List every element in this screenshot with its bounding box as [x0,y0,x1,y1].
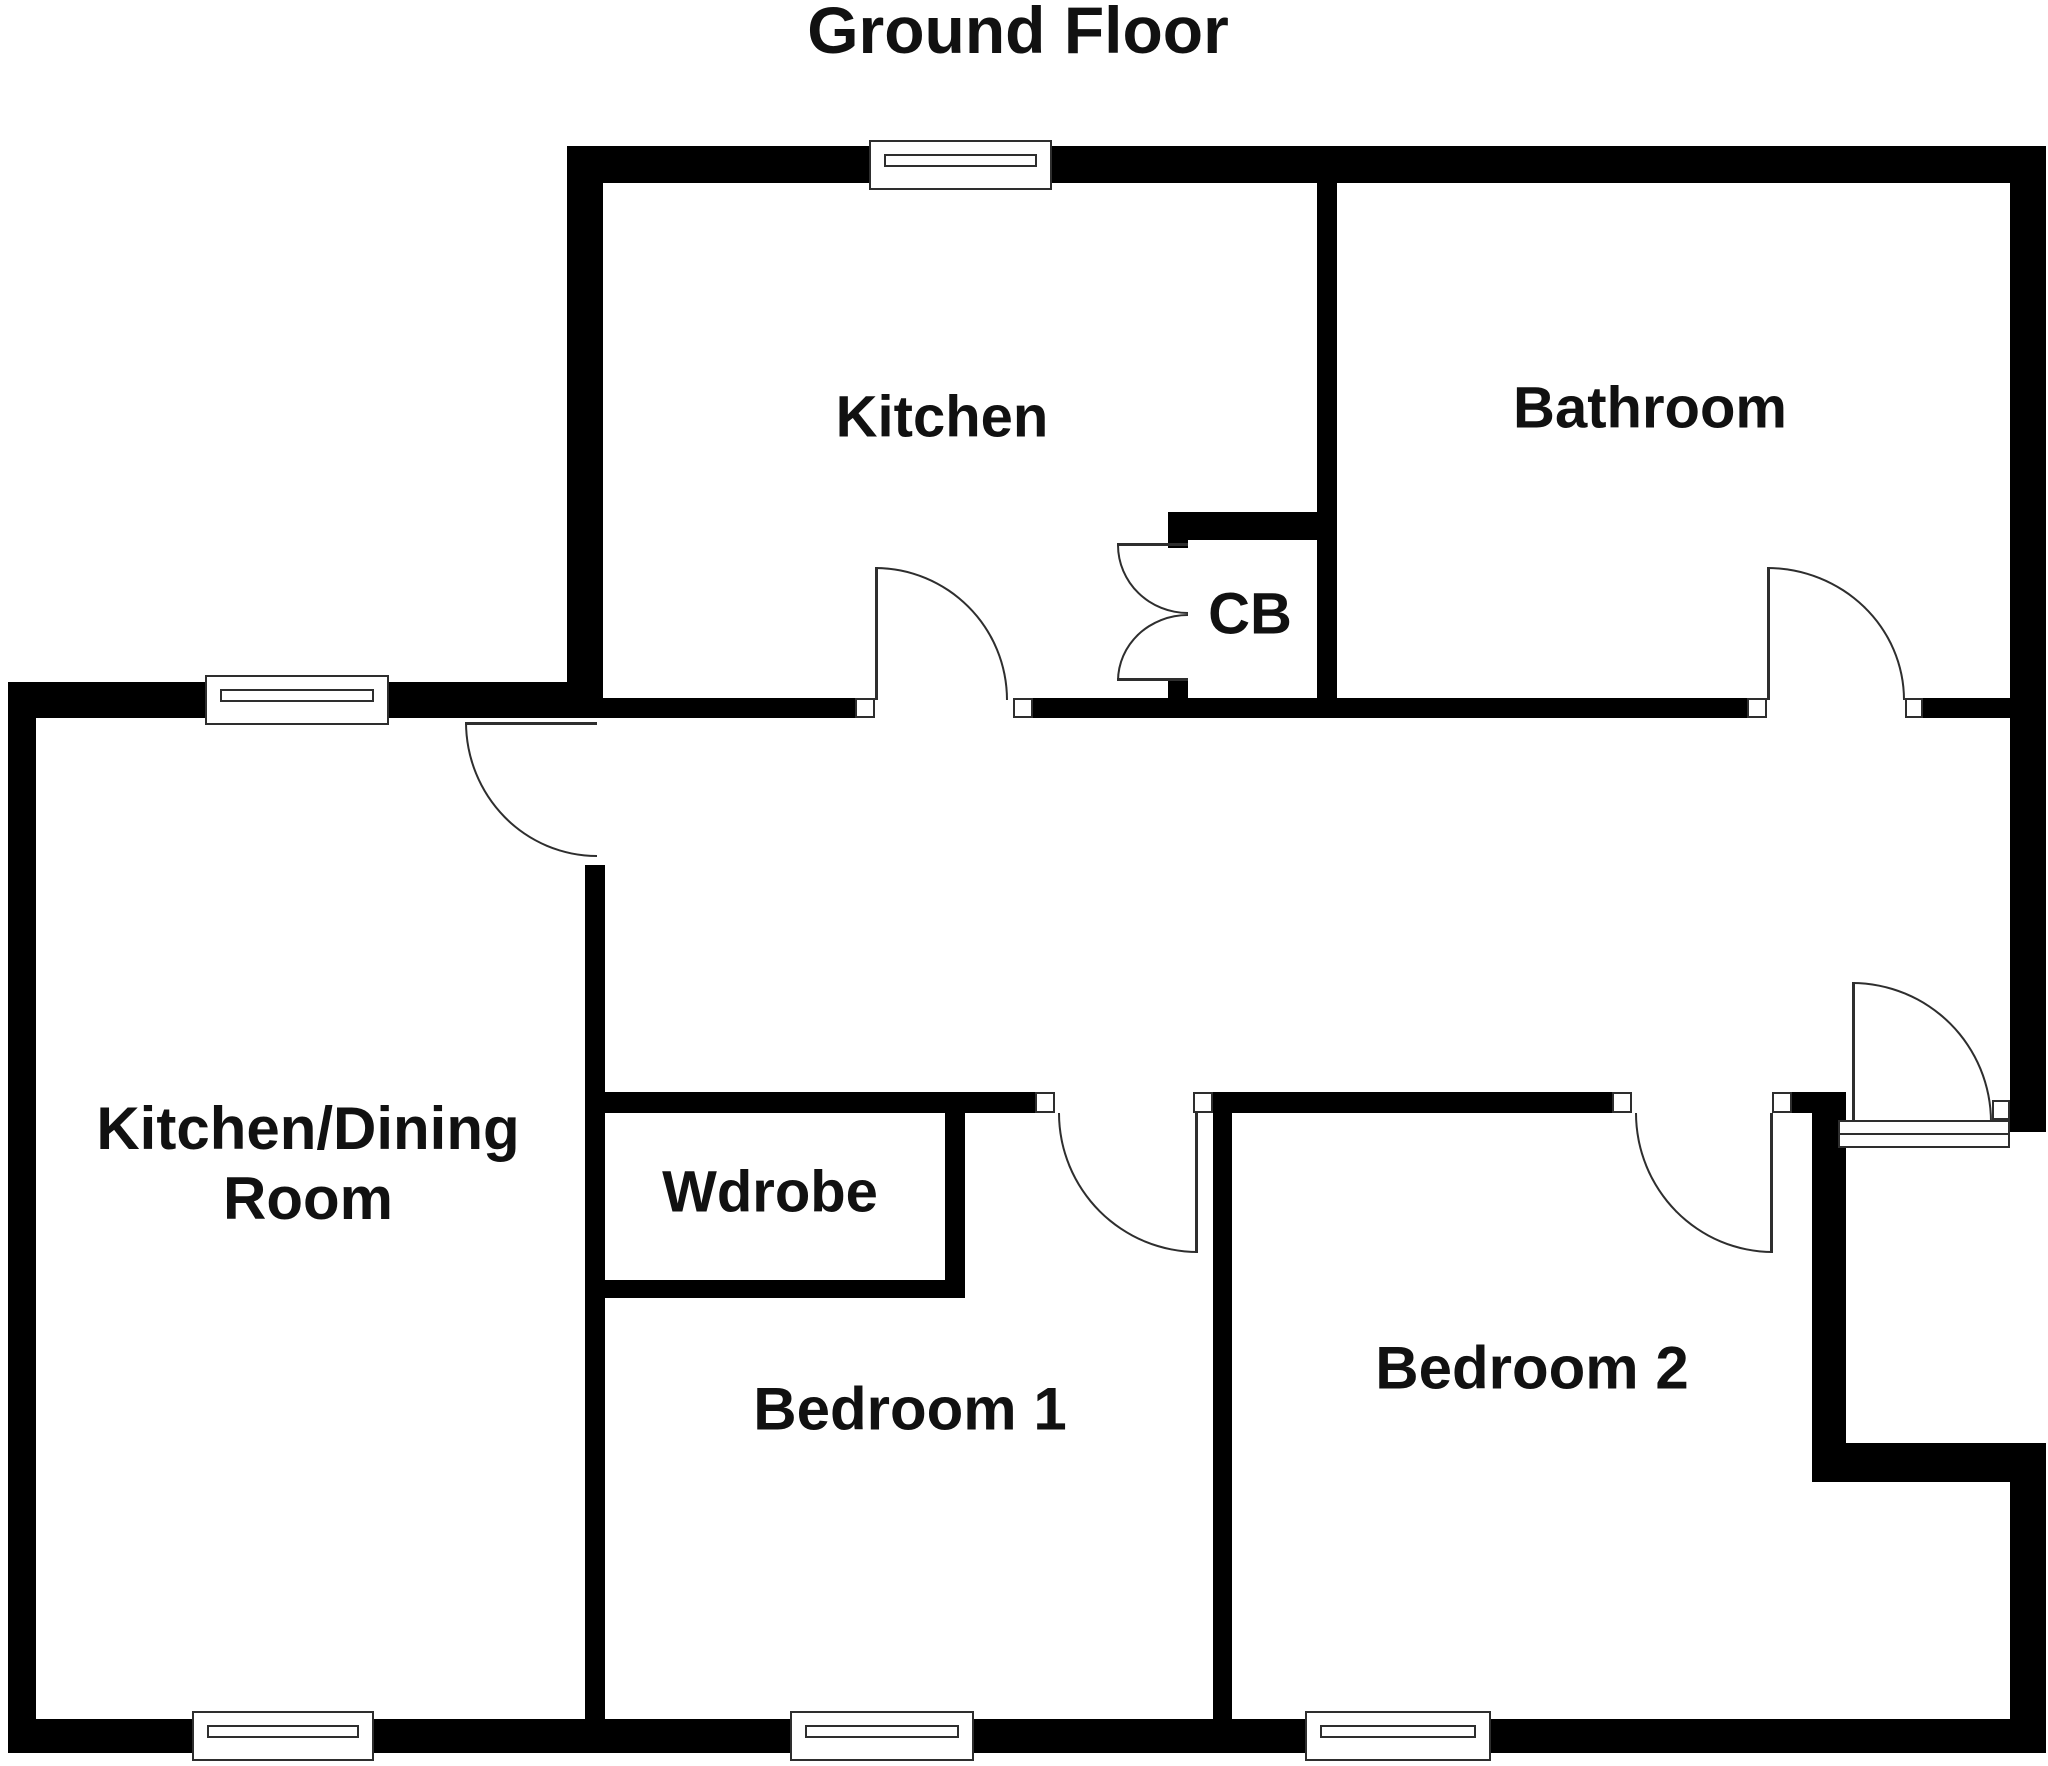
door-bedroom-1-leaf [1195,1113,1198,1253]
room-label-cb-line: CB [1208,581,1292,647]
wall-hall-south-c [1792,1092,1846,1113]
room-label-kitchen-dining-line: Kitchen/Dining [96,1095,520,1162]
door-bedroom-2-leaf [1770,1113,1773,1253]
room-label-kitchen-dining-line: Room [223,1165,393,1232]
jamb-kitchen-door-left [855,698,875,718]
door-kitchen-leaf [875,567,878,700]
wall-hall-south-a [585,1092,1035,1113]
wall-wdrobe-right [945,1110,965,1298]
wall-cb-stub-bottom [1168,678,1188,698]
window-glazing-icon [220,688,374,702]
room-label-bedroom-1-line: Bedroom 1 [753,1375,1067,1443]
door-entrance-swing-icon [1852,982,1992,1122]
wall-right-lower-exterior [2010,1482,2046,1719]
door-bedroom-1-swing-icon [1058,1113,1198,1253]
wall-hall-north-a [603,698,855,718]
door-kitchen-dining-swing-icon [465,722,597,857]
room-label-kitchen-line: Kitchen [835,384,1049,450]
wall-wdrobe-bottom [585,1280,965,1298]
door-cb-bottom-leaf [1117,678,1188,681]
entrance-threshold [1838,1120,2010,1148]
window-glazing-icon [1320,1724,1476,1738]
window-bedroom1-bottom [790,1711,974,1761]
wall-top-exterior [567,146,2046,183]
wall-hall-north-c [1923,698,2010,718]
jamb-bathroom-door-right [1905,698,1923,718]
wall-hall-north-b [1033,698,1747,718]
wall-cb-top [1168,512,1317,540]
room-label-wdrobe-line: Wdrobe [662,1159,878,1225]
jamb-bedroom2-door-left [1612,1092,1632,1113]
wall-bedrooms-divider [1213,1113,1232,1719]
room-label-bathroom: Bathroom [1513,375,1787,442]
jamb-entrance-top [1992,1100,2010,1120]
room-label-wdrobe: Wdrobe [662,1159,878,1226]
door-cb-bottom-swing-icon [1117,614,1188,681]
window-glazing-icon [884,153,1037,167]
jamb-bedroom2-door-right [1772,1092,1792,1113]
room-label-cb: CB [1208,581,1292,648]
door-kitchen-swing-icon [875,567,1008,700]
door-bedroom-2-swing-icon [1635,1113,1773,1253]
door-cb-top-swing-icon [1117,545,1188,614]
room-label-kitchen: Kitchen [836,384,1049,451]
wall-hall-south-b [1213,1092,1612,1113]
jamb-bathroom-door-left [1747,698,1767,718]
room-label-bedroom-2-line: Bedroom 2 [1375,1334,1689,1402]
wall-bedroom2-right [1812,1113,1846,1443]
room-label-bathroom-line: Bathroom [1513,375,1787,441]
wall-kitchen-bathroom-divider [1317,183,1337,718]
wall-step-right [1812,1443,2046,1482]
door-cb-top-leaf [1117,543,1188,546]
room-label-bedroom-1: Bedroom 1 [753,1375,1066,1444]
page-title: Ground Floor [807,0,1229,67]
door-kitchen-dining-leaf [465,722,597,725]
jamb-bedroom1-door-right [1193,1092,1213,1113]
window-kitchen-top [869,140,1052,190]
jamb-kitchen-door-right [1013,698,1033,718]
window-glazing-icon [805,1724,959,1738]
window-bedroom2-bottom [1305,1711,1491,1761]
door-entrance-leaf [1852,982,1855,1122]
jamb-bedroom1-door-left [1035,1092,1055,1113]
wall-left-exterior [8,682,36,1753]
window-dining-bottom [192,1711,374,1761]
window-glazing-icon [207,1724,359,1738]
door-bathroom-swing-icon [1767,567,1905,700]
window-dining-top [205,675,389,725]
room-label-bedroom-2: Bedroom 2 [1375,1334,1688,1403]
wall-right-upper-exterior [2010,146,2046,1132]
wall-kitchen-left-exterior [567,146,603,718]
door-bathroom-leaf [1767,567,1770,700]
